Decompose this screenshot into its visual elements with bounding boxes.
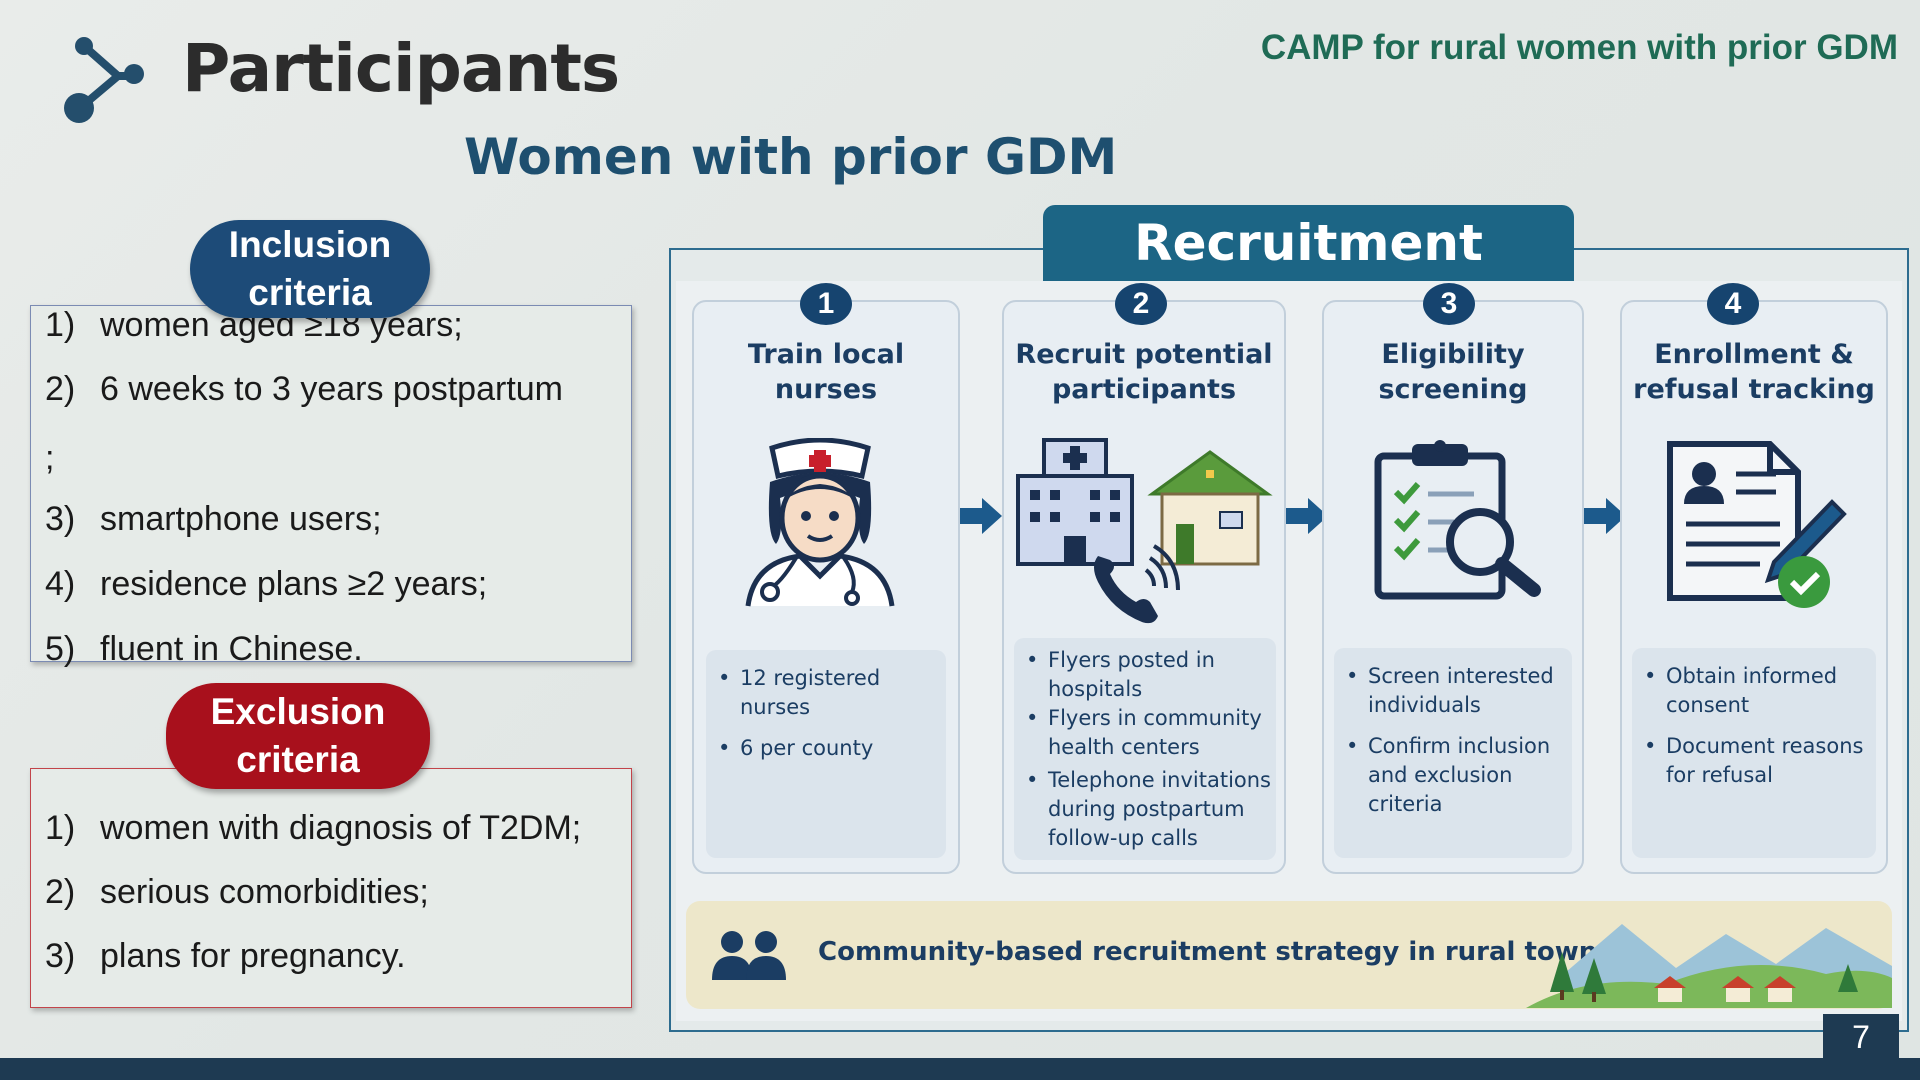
bullet-line: nurses <box>740 695 811 719</box>
item-text: smartphone users; <box>100 500 382 538</box>
bullet-item: Document reasons for refusal <box>1632 732 1876 790</box>
bullet-line: 12 registered <box>740 666 881 690</box>
step-bullets: Screen interested individuals Confirm inc… <box>1334 648 1572 858</box>
recruitment-header: Recruitment <box>1043 205 1574 281</box>
inclusion-item: 5) fluent in Chinese. <box>45 630 363 669</box>
clipboard-magnifier-icon <box>1374 440 1541 600</box>
project-title: CAMP for rural women with prior GDM <box>1260 28 1898 67</box>
bullet-item: Telephone invitations during postpartum fo… <box>1014 766 1276 853</box>
bullet-line: consent <box>1666 693 1750 717</box>
bullet-line: individuals <box>1368 693 1481 717</box>
exclusion-item: 1) women with diagnosis of T2DM; <box>45 809 581 848</box>
inclusion-item: 4) residence plans ≥2 years; <box>45 565 487 604</box>
item-number: 3) <box>45 937 76 975</box>
inclusion-item: 2) 6 weeks to 3 years postpartum <box>45 370 563 409</box>
step-bullets: Obtain informed consent Document reasons f… <box>1632 648 1876 858</box>
step-title: Enrollment & refusal tracking <box>1620 337 1888 407</box>
people-icon <box>712 931 786 980</box>
bullet-line: Screen interested <box>1368 664 1554 688</box>
item-number: 5) <box>45 630 76 668</box>
step-title: Eligibility screening <box>1322 337 1584 407</box>
bullet-item: Screen interested individuals <box>1334 662 1572 720</box>
inclusion-criteria-label: Inclusion criteria <box>190 220 430 318</box>
item-text: ; <box>45 439 55 477</box>
step-title-line: Enrollment & <box>1654 339 1854 370</box>
document-check-icon <box>1667 441 1847 608</box>
step-title-line: Train local <box>747 339 905 370</box>
step-title-line: screening <box>1378 374 1528 405</box>
item-text: 6 weeks to 3 years postpartum <box>100 370 564 408</box>
bullet-item: 6 per county <box>706 734 946 763</box>
nurse-icon <box>745 438 895 607</box>
bullet-line: Flyers in community <box>1048 706 1262 730</box>
bullet-line: 6 per county <box>740 736 874 760</box>
item-number: 2) <box>45 370 76 408</box>
bullet-line: Telephone invitations <box>1048 768 1272 792</box>
arrow-right-icon <box>960 498 1002 534</box>
item-text: residence plans ≥2 years; <box>100 565 488 603</box>
item-number: 1) <box>45 306 76 344</box>
step-title: Train local nurses <box>692 337 960 407</box>
bullet-item: 12 registered nurses <box>706 664 946 722</box>
bullet-line: for refusal <box>1666 763 1773 787</box>
step-bullets: 12 registered nurses 6 per county <box>706 650 946 858</box>
item-number: 3) <box>45 500 76 538</box>
bullet-line: and exclusion <box>1368 763 1513 787</box>
hospital-home-phone-icon <box>1016 438 1273 624</box>
exclusion-criteria-box: 1) women with diagnosis of T2DM; 2) seriou… <box>30 768 632 1008</box>
step-title-line: refusal tracking <box>1633 374 1875 405</box>
inclusion-item: ; <box>45 439 54 478</box>
bullet-item: Confirm inclusion and exclusion criteria <box>1334 732 1572 819</box>
step-number-badge: 3 <box>1423 283 1475 325</box>
exclusion-item: 3) plans for pregnancy. <box>45 937 406 976</box>
bullet-line: criteria <box>1368 792 1443 816</box>
step-title: Recruit potential participants <box>1002 337 1286 407</box>
item-text: women with diagnosis of T2DM; <box>100 809 582 847</box>
bullet-line: during postpartum <box>1048 797 1245 821</box>
footer-bar <box>0 1058 1920 1080</box>
bullet-line: Confirm inclusion <box>1368 734 1551 758</box>
rural-town-illustration-icon <box>1526 924 1892 1008</box>
item-number: 1) <box>45 809 76 847</box>
arrow-right-icon <box>1584 498 1626 534</box>
step-number-badge: 1 <box>800 283 852 325</box>
item-text: fluent in Chinese. <box>100 630 363 668</box>
step-title-line: nurses <box>774 374 878 405</box>
exclusion-criteria-label: Exclusion criteria <box>166 683 430 789</box>
exclusion-item: 2) serious comorbidities; <box>45 873 429 912</box>
step-title-line: Recruit potential <box>1015 339 1273 370</box>
step-title-line: participants <box>1051 374 1237 405</box>
bullet-item: Flyers posted in hospitals <box>1014 646 1276 704</box>
bullet-line: follow-up calls <box>1048 826 1198 850</box>
bullet-line: Obtain informed <box>1666 664 1838 688</box>
bullet-line: health centers <box>1048 735 1200 759</box>
bullet-line: Document reasons <box>1666 734 1864 758</box>
item-number: 2) <box>45 873 76 911</box>
bullet-line: Flyers posted in <box>1048 648 1215 672</box>
page-number: 7 <box>1823 1014 1899 1060</box>
item-number: 4) <box>45 565 76 603</box>
step-bullets: Flyers posted in hospitals Flyers in comm… <box>1014 638 1276 860</box>
inclusion-criteria-box: 1)women aged ≥18 years; 2)6 weeks to 3 y… <box>30 305 632 668</box>
item-text: serious comorbidities; <box>100 873 429 911</box>
bullet-item: Flyers in community health centers <box>1014 704 1276 762</box>
arrow-right-icon <box>1286 498 1328 534</box>
step-number-badge: 2 <box>1115 283 1167 325</box>
network-logo-icon <box>64 37 144 123</box>
community-text: Community-based recruitment strategy in … <box>818 937 1613 967</box>
bullet-item: Obtain informed consent <box>1632 662 1876 720</box>
step-title-line: Eligibility <box>1381 339 1525 370</box>
page-title: Participants <box>182 30 620 107</box>
step-number-badge: 4 <box>1707 283 1759 325</box>
page-subtitle: Women with prior GDM <box>464 128 1118 186</box>
inclusion-item: 3) smartphone users; <box>45 500 382 539</box>
bullet-line: hospitals <box>1048 677 1143 701</box>
item-text: plans for pregnancy. <box>100 937 406 975</box>
